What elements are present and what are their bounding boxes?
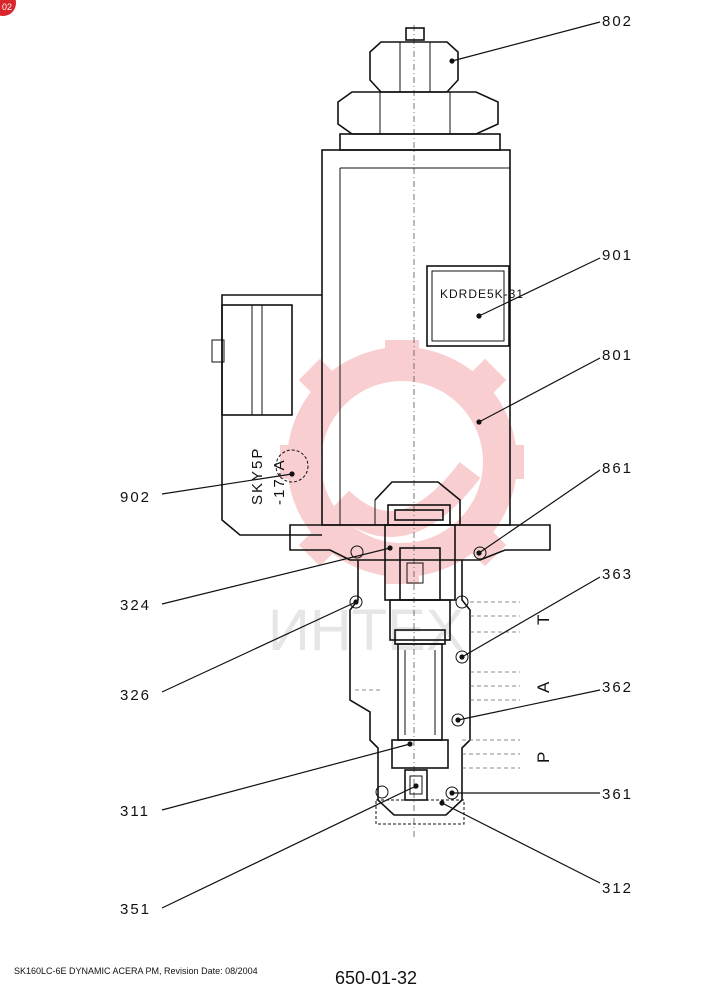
callout-802: 802 [602,13,633,30]
callout-801: 801 [602,347,633,364]
connector-label-line2: -17-A [271,458,288,505]
port-t-label: T [534,615,553,625]
callout-901: 901 [602,247,633,264]
leader-lines [161,21,601,909]
callout-311: 311 [120,803,150,820]
top-nut [337,27,501,151]
callout-324: 324 [120,597,151,614]
connector-label-line1: SKY5P [249,447,266,505]
callout-363: 363 [602,566,633,583]
mounting-flange [289,481,551,561]
callout-362: 362 [602,679,633,696]
footer-revision-text: SK160LC-6E DYNAMIC ACERA PM, Revision Da… [14,966,258,976]
page-corner-badge: 02 [0,0,16,16]
callout-312: 312 [602,880,633,897]
valve-body [349,504,520,825]
port-p-label: P [534,752,553,763]
nameplate-text: KDRDE5K-31 [440,287,524,301]
callout-902: 902 [120,489,151,506]
port-a-label: A [534,681,553,693]
callout-351: 351 [120,901,151,918]
footer-page-number: 650-01-32 [335,968,418,988]
electrical-connector: SKY5P -17-A [211,294,322,536]
callout-361: 361 [602,786,633,803]
callout-861: 861 [602,460,633,477]
callout-326: 326 [120,687,151,704]
